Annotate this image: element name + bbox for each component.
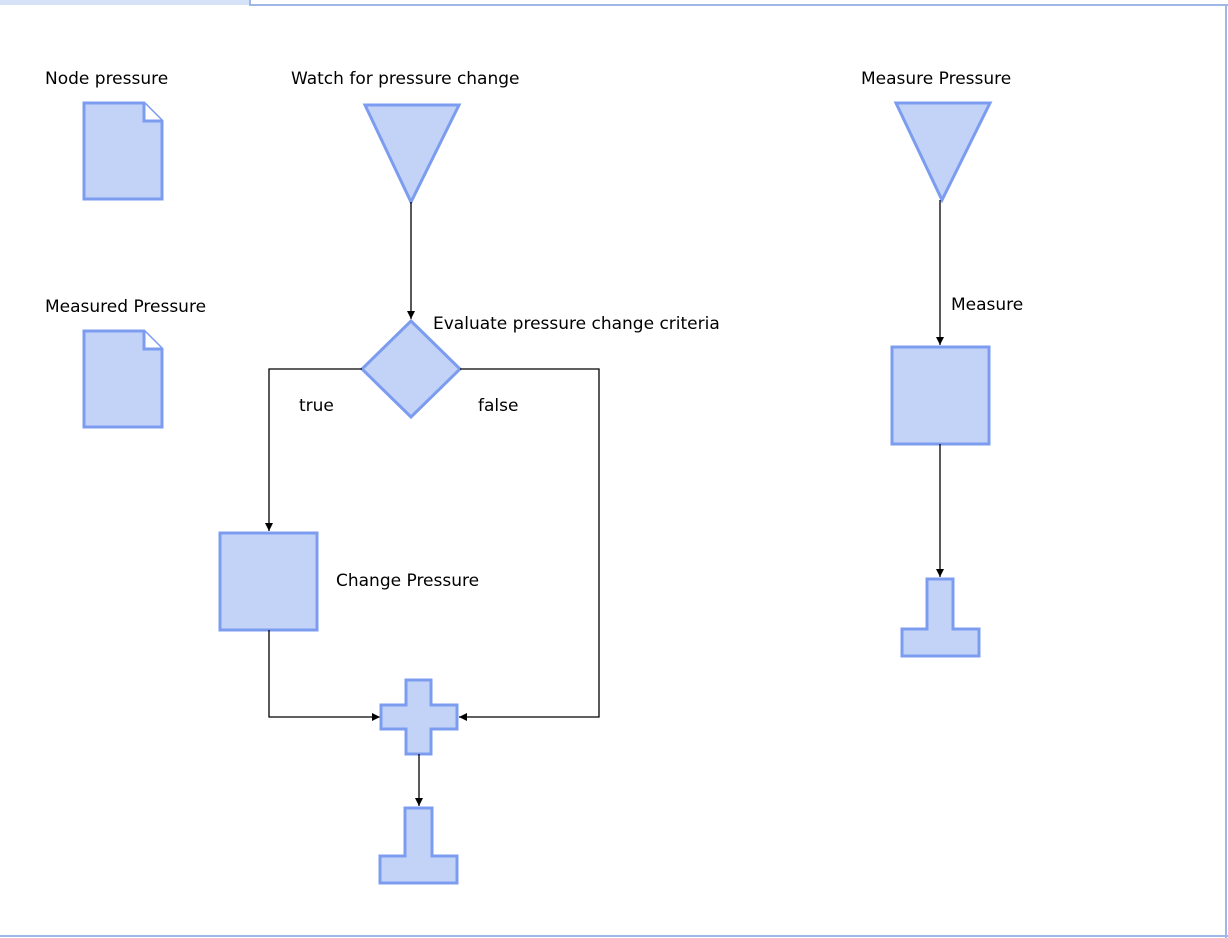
merge-gateway[interactable] <box>379 678 459 756</box>
node-pressure-label: Node pressure <box>45 69 168 89</box>
measured-pressure-data-object[interactable] <box>82 329 164 429</box>
measure-connector-label: Measure <box>951 295 1023 315</box>
evaluate-pressure-change-decision[interactable] <box>359 318 463 420</box>
change-pressure-task[interactable] <box>218 531 319 632</box>
connector-task-to-merge <box>268 630 380 721</box>
watch-for-pressure-change-start-event[interactable] <box>362 103 462 206</box>
true-branch-label: true <box>299 396 334 416</box>
false-branch-label: false <box>478 396 518 416</box>
evaluate-pressure-change-label: Evaluate pressure change criteria <box>433 314 720 334</box>
measured-pressure-label: Measured Pressure <box>45 297 206 317</box>
measure-task[interactable] <box>890 345 991 446</box>
measure-pressure-label: Measure Pressure <box>861 69 1011 89</box>
connector-true-branch <box>265 368 362 531</box>
connector-false-branch <box>459 368 600 721</box>
change-pressure-label: Change Pressure <box>336 571 479 591</box>
measure-pressure-start-event[interactable] <box>893 101 993 204</box>
node-pressure-data-object[interactable] <box>82 101 164 201</box>
left-flow-end-event[interactable] <box>378 806 459 885</box>
watch-for-pressure-change-label: Watch for pressure change <box>291 69 520 89</box>
right-flow-end-event[interactable] <box>900 577 981 658</box>
